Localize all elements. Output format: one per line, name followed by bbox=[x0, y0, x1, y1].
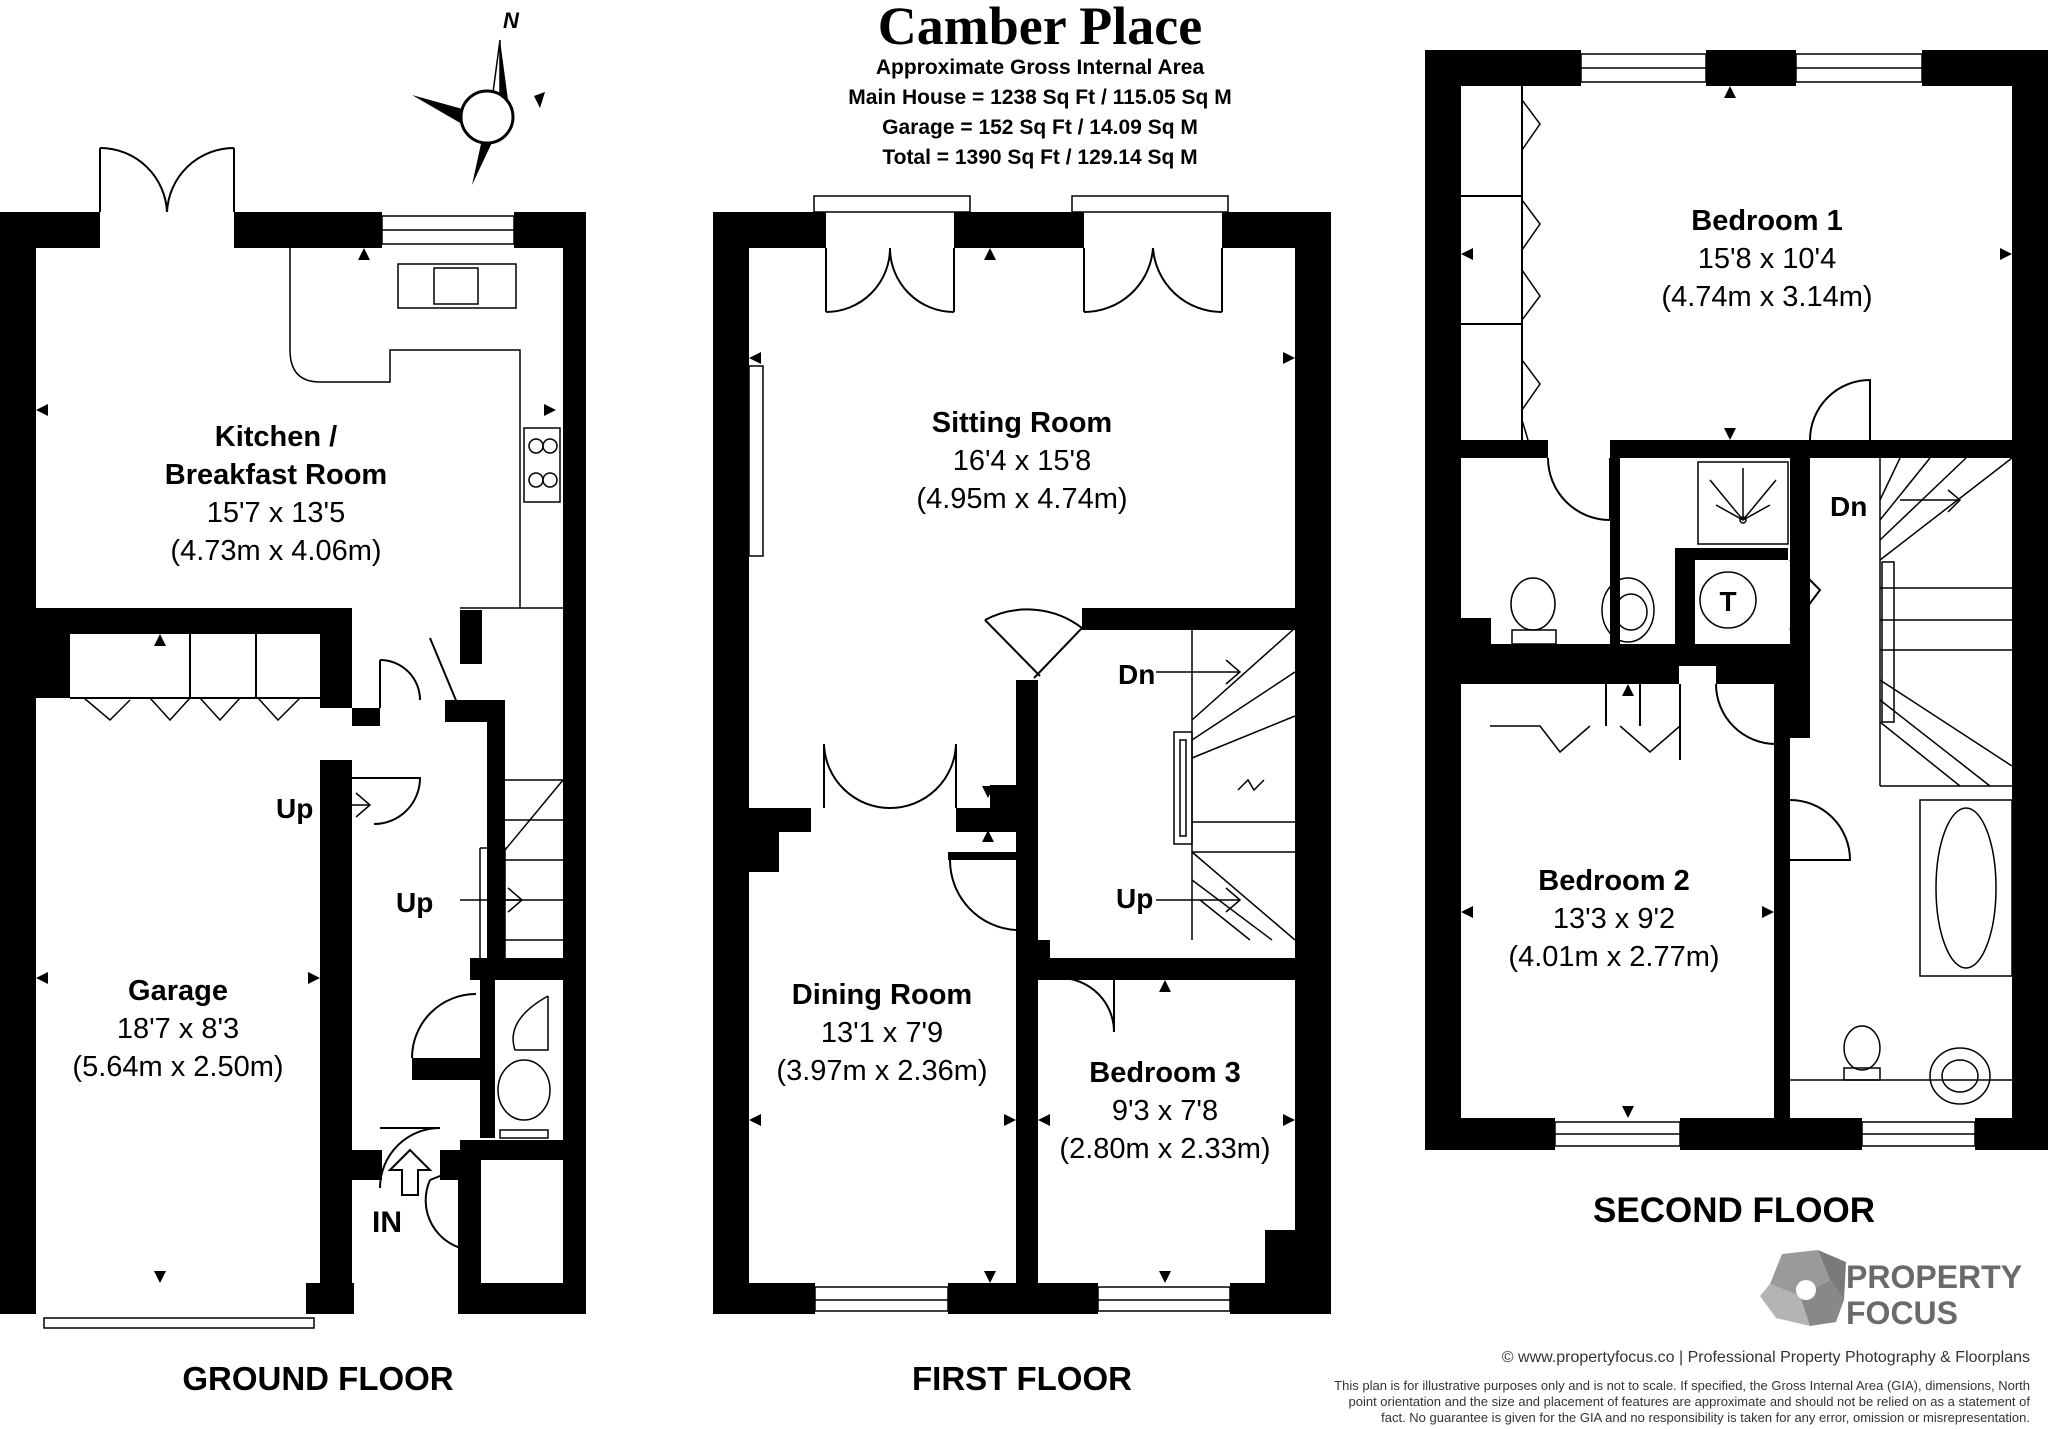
ground-garage-metric: (5.64m x 2.50m) bbox=[72, 1051, 283, 1083]
footer-disclaimer-3: fact. No guarantee is given for the GIA … bbox=[1381, 1410, 2030, 1425]
first-dining-name: Dining Room bbox=[792, 979, 972, 1011]
property-focus-logo: PROPERTY FOCUS bbox=[1760, 1250, 2022, 1331]
ground-garage-imperial: 18'7 x 8'3 bbox=[117, 1013, 239, 1045]
second-bedroom2-name: Bedroom 2 bbox=[1538, 865, 1689, 897]
ground-kitchen-metric: (4.73m x 4.06m) bbox=[170, 535, 381, 567]
second-down-label: Dn bbox=[1830, 491, 1867, 522]
area-total: Total = 1390 Sq Ft / 129.14 Sq M bbox=[882, 146, 1197, 169]
second-bedroom1-imperial: 15'8 x 10'4 bbox=[1698, 243, 1836, 275]
area-main-house: Main House = 1238 Sq Ft / 115.05 Sq M bbox=[848, 86, 1231, 109]
first-sitting-name: Sitting Room bbox=[932, 407, 1112, 439]
second-bedroom2-metric: (4.01m x 2.77m) bbox=[1508, 941, 1719, 973]
second-bedroom1-name: Bedroom 1 bbox=[1691, 205, 1842, 237]
ground-up-label-1: Up bbox=[276, 793, 313, 824]
second-floor-label: SECOND FLOOR bbox=[1593, 1191, 1875, 1230]
ground-kitchen-name-2: Breakfast Room bbox=[165, 459, 387, 491]
header: Camber Place Approximate Gross Internal … bbox=[848, 0, 1231, 169]
second-bedroom1-metric: (4.74m x 3.14m) bbox=[1661, 281, 1872, 313]
footer-disclaimer-1: This plan is for illustrative purposes o… bbox=[1334, 1378, 2030, 1393]
first-dining-imperial: 13'1 x 7'9 bbox=[821, 1017, 943, 1049]
compass-north-label: N bbox=[503, 8, 520, 33]
brand-line-1: PROPERTY bbox=[1846, 1259, 2022, 1295]
ground-floor-label: GROUND FLOOR bbox=[182, 1360, 453, 1397]
first-down-label: Dn bbox=[1118, 659, 1155, 690]
compass-icon: N bbox=[412, 8, 545, 185]
first-bedroom3-imperial: 9'3 x 7'8 bbox=[1112, 1095, 1218, 1127]
first-dining-metric: (3.97m x 2.36m) bbox=[776, 1055, 987, 1087]
first-sitting-metric: (4.95m x 4.74m) bbox=[916, 483, 1127, 515]
area-garage: Garage = 152 Sq Ft / 14.09 Sq M bbox=[882, 116, 1198, 139]
first-floor-plan: Sitting Room 16'4 x 15'8 (4.95m x 4.74m)… bbox=[713, 195, 1331, 1397]
ground-up-label-2: Up bbox=[396, 887, 433, 918]
footer: © www.propertyfocus.co | Professional Pr… bbox=[1334, 1349, 2030, 1425]
second-tank-label: T bbox=[1719, 586, 1736, 617]
property-title: Camber Place bbox=[878, 0, 1202, 56]
ground-floor-plan: Kitchen / Breakfast Room 15'7 x 13'5 (4.… bbox=[0, 146, 586, 1397]
first-bedroom3-metric: (2.80m x 2.33m) bbox=[1059, 1133, 1270, 1165]
footer-disclaimer-2: point orientation and the size and place… bbox=[1349, 1394, 2031, 1409]
ground-garage-name: Garage bbox=[128, 975, 228, 1007]
first-floor-label: FIRST FLOOR bbox=[912, 1360, 1132, 1397]
brand-line-2: FOCUS bbox=[1846, 1295, 1958, 1331]
area-heading: Approximate Gross Internal Area bbox=[876, 56, 1205, 79]
ground-entrance-label: IN bbox=[372, 1206, 402, 1239]
footer-credit: © www.propertyfocus.co | Professional Pr… bbox=[1502, 1349, 2030, 1366]
second-floor-plan: T bbox=[1425, 50, 2048, 1230]
first-up-label: Up bbox=[1116, 883, 1153, 914]
first-sitting-imperial: 16'4 x 15'8 bbox=[953, 445, 1091, 477]
second-bedroom2-imperial: 13'3 x 9'2 bbox=[1553, 903, 1675, 935]
first-bedroom3-name: Bedroom 3 bbox=[1089, 1057, 1240, 1089]
ground-kitchen-name: Kitchen / bbox=[215, 421, 337, 453]
ground-kitchen-imperial: 15'7 x 13'5 bbox=[207, 497, 345, 529]
